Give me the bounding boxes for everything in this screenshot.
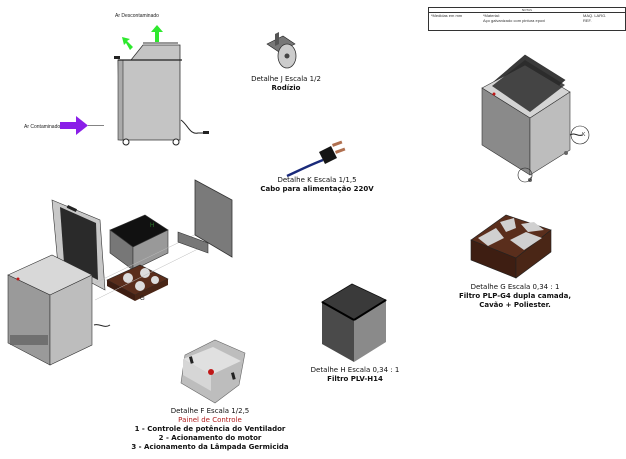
measures-note: *Medidas em mm	[431, 13, 463, 18]
detail-h-title: Detalhe H Escala 0,34 : 1	[310, 366, 400, 374]
material-value: Aço galvanizado com pintura epoxi	[483, 18, 546, 23]
title-block-header: NOTAS	[429, 8, 625, 13]
right-note-1: MAQ. LARG.	[583, 13, 607, 18]
title-block: NOTAS *Medidas em mm *Material: MAQ. LAR…	[428, 7, 626, 31]
detail-f-caption: Detalhe F Escala 1/2,5 Painel de Control…	[110, 407, 310, 452]
detail-h-name: Filtro PLV-H14	[327, 375, 383, 383]
callout-j: J	[530, 174, 533, 180]
right-note-2: REF.	[583, 18, 592, 23]
detail-f-item-1: 1 - Controle de potência do Ventilador	[134, 425, 286, 433]
callout-g: G	[140, 296, 145, 302]
air-out-arrow-icon	[122, 25, 163, 50]
control-panel-detail-image	[180, 339, 246, 404]
detail-k-title: Detalhe K Escala 1/1,5	[277, 176, 357, 184]
assembled-machine-image	[481, 54, 590, 183]
air-in-arrow-icon	[60, 116, 104, 135]
detail-f-title: Detalhe F Escala 1/2,5	[170, 407, 250, 415]
detail-g-name-2: Cavão + Poliester.	[479, 301, 551, 309]
detail-g-title: Detalhe G Escala 0,34 : 1	[470, 283, 560, 291]
detail-f-item-3: 3 - Acionamento da Lâmpada Germicida	[131, 443, 289, 451]
side-view-machine	[60, 25, 209, 146]
detail-f-item-2: 2 - Acionamento do motor	[158, 434, 262, 442]
detail-f-subtitle: Painel de Controle	[178, 416, 242, 424]
detail-j-name: Rodízio	[271, 84, 301, 92]
material-label: *Material:	[483, 13, 500, 18]
label-air-out: Ar Descontaminado	[115, 13, 159, 19]
detail-j-title: Detalhe J Escala 1/2	[251, 75, 321, 83]
detail-h-caption: Detalhe H Escala 0,34 : 1 Filtro PLV-H14	[300, 366, 410, 384]
label-air-in: Ar Contaminado	[24, 124, 61, 130]
g4-filter-detail-image	[470, 214, 552, 279]
motor-button-icon	[208, 369, 214, 375]
callout-h: H	[150, 223, 155, 229]
h14-filter-detail-image	[321, 283, 387, 362]
detail-g-caption: Detalhe G Escala 0,34 : 1 Filtro PLP-G4 …	[455, 283, 575, 310]
caster-detail-image	[266, 32, 297, 69]
exploded-view-image	[7, 179, 233, 366]
fan-power-knob-icon	[189, 356, 194, 364]
detail-k-name: Cabo para alimentação 220V	[260, 185, 374, 193]
germicidal-lamp-switch-icon	[231, 372, 236, 380]
detail-g-name-1: Filtro PLP-G4 dupla camada,	[458, 292, 572, 300]
detail-k-caption: Detalhe K Escala 1/1,5 Cabo para aliment…	[252, 176, 382, 194]
detail-j-caption: Detalhe J Escala 1/2 Rodízio	[246, 75, 326, 93]
power-cable-detail-image	[286, 140, 346, 178]
callout-k: K	[582, 132, 586, 138]
